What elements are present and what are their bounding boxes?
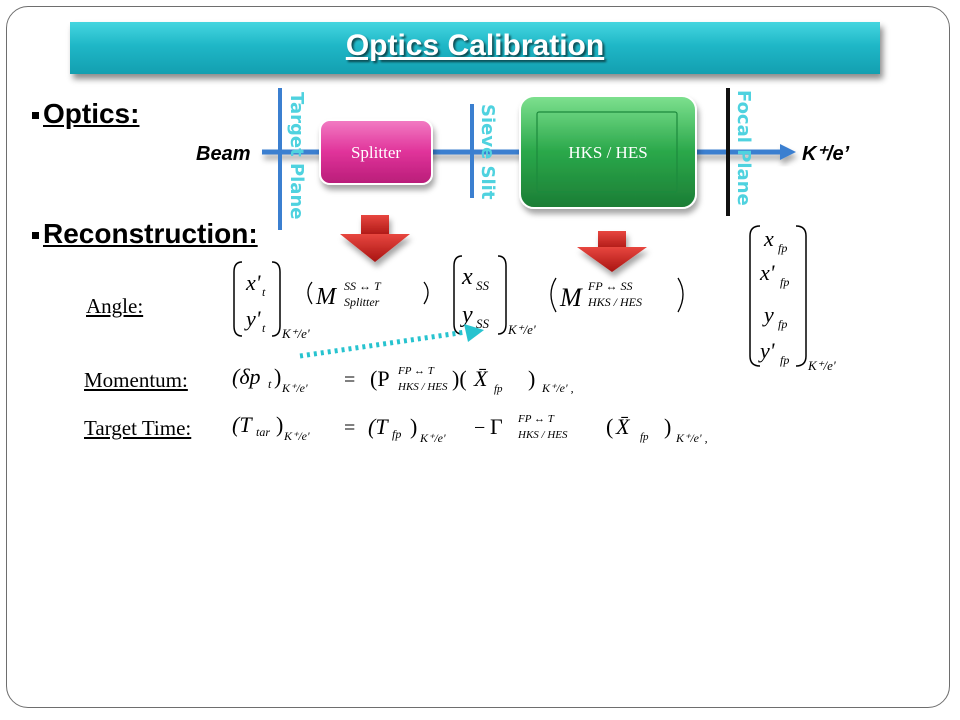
svg-text:fp: fp xyxy=(780,353,789,367)
spectrometer-box xyxy=(519,95,697,209)
svg-text:=: = xyxy=(344,369,355,391)
dotted-arrow-icon xyxy=(299,324,484,359)
svg-text:fp: fp xyxy=(778,241,787,255)
svg-text:K⁺/e': K⁺/e' xyxy=(807,358,836,373)
svg-text:fp: fp xyxy=(780,275,789,289)
target-plane-label: Target Plane xyxy=(286,92,307,219)
svg-text:K⁺/e' ,: K⁺/e' , xyxy=(675,431,708,445)
bullet-optics: Optics: xyxy=(32,98,139,130)
svg-text:): ) xyxy=(664,414,671,439)
svg-text:Splitter: Splitter xyxy=(344,295,380,309)
svg-text:): ) xyxy=(276,412,283,437)
bullet-reconstruction: Reconstruction: xyxy=(32,218,258,250)
svg-text:): ) xyxy=(528,366,535,391)
svg-text:K⁺/e': K⁺/e' xyxy=(283,429,310,443)
svg-text:X̄: X̄ xyxy=(473,366,489,391)
svg-text:SS ↔ T: SS ↔ T xyxy=(344,279,382,293)
svg-text:fp: fp xyxy=(392,427,401,441)
target-time-equation: (T tar ) K⁺/e' = (T fp ) K⁺/e' − Γ FP ↔ … xyxy=(232,412,708,445)
svg-text:X̄: X̄ xyxy=(615,414,631,439)
svg-text:): ) xyxy=(274,364,281,389)
focal-plane-label: Focal Plane xyxy=(733,90,754,206)
svg-text:tar: tar xyxy=(256,425,270,439)
svg-text:K⁺/e': K⁺/e' xyxy=(507,322,536,337)
bullet-square-icon xyxy=(32,112,39,120)
svg-text:t: t xyxy=(268,377,272,391)
svg-text:K⁺/e' ,: K⁺/e' , xyxy=(541,381,574,395)
svg-text:x': x' xyxy=(759,260,775,285)
spectrometer-label: HKS / HES xyxy=(568,143,647,162)
svg-text:y': y' xyxy=(244,306,261,331)
svg-text:FP ↔ SS: FP ↔ SS xyxy=(587,279,632,293)
down-arrow-icon xyxy=(340,215,410,262)
bullet-square-icon xyxy=(32,232,39,240)
page-title: Optics Calibration xyxy=(345,29,605,62)
svg-text:M: M xyxy=(559,283,583,312)
svg-text:y: y xyxy=(460,302,473,328)
svg-text:fp: fp xyxy=(494,383,503,395)
svg-text:x: x xyxy=(461,264,473,290)
svg-text:(T: (T xyxy=(232,412,253,437)
svg-text:fp: fp xyxy=(640,431,649,443)
svg-text:=: = xyxy=(344,417,355,439)
target-time-label: Target Time: xyxy=(84,416,192,440)
svg-text:SS: SS xyxy=(476,278,490,293)
svg-text:(δp: (δp xyxy=(232,364,261,389)
svg-text:HKS / HES: HKS / HES xyxy=(517,429,568,441)
svg-text:x': x' xyxy=(245,270,261,295)
svg-text:−: − xyxy=(474,417,485,439)
splitter-label: Splitter xyxy=(351,143,401,162)
svg-text:t: t xyxy=(262,321,266,335)
particle-label: K⁺/e’ xyxy=(802,143,850,165)
svg-text:fp: fp xyxy=(778,317,787,331)
svg-text:)(: )( xyxy=(452,366,467,391)
svg-text:HKS / HES: HKS / HES xyxy=(587,295,642,309)
sieve-slit-label: Sieve Slit xyxy=(477,104,498,200)
svg-text:(P: (P xyxy=(370,366,390,391)
beam-label: Beam xyxy=(196,143,250,165)
angle-label: Angle: xyxy=(86,294,144,318)
svg-text:Γ: Γ xyxy=(490,414,503,439)
svg-text:(T: (T xyxy=(368,414,389,439)
momentum-label: Momentum: xyxy=(84,368,188,392)
svg-text:y': y' xyxy=(758,338,775,363)
svg-text:FP ↔ T: FP ↔ T xyxy=(397,365,435,377)
svg-text:FP ↔ T: FP ↔ T xyxy=(517,413,555,425)
svg-text:K⁺/e': K⁺/e' xyxy=(281,381,308,395)
svg-text:M: M xyxy=(315,284,338,310)
svg-text:K⁺/e': K⁺/e' xyxy=(419,431,446,445)
svg-text:): ) xyxy=(410,414,417,439)
slide-frame xyxy=(6,6,950,708)
bullet-optics-label: Optics: xyxy=(43,98,140,129)
momentum-equation: (δp t ) K⁺/e' = (P FP ↔ T HKS / HES )( X… xyxy=(232,364,574,395)
down-arrow-icon xyxy=(577,231,647,272)
svg-text:SS: SS xyxy=(476,316,490,331)
title-banner: Optics Calibration xyxy=(70,22,880,74)
svg-text:HKS / HES: HKS / HES xyxy=(397,381,448,393)
splitter-box xyxy=(319,119,433,185)
svg-text:K⁺/e': K⁺/e' xyxy=(281,326,310,341)
svg-text:y: y xyxy=(762,302,774,327)
svg-text:t: t xyxy=(262,285,266,299)
svg-text:x: x xyxy=(763,226,774,251)
svg-text:(: ( xyxy=(606,414,613,439)
bullet-reconstruction-label: Reconstruction: xyxy=(43,218,258,249)
